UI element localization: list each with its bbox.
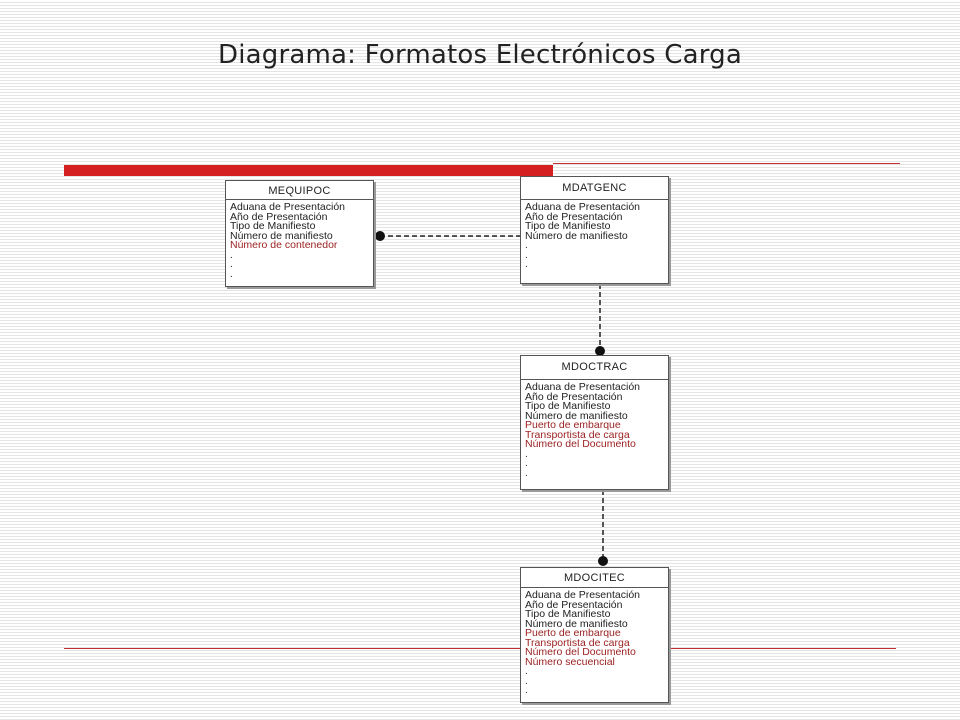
ellipsis-dot: . [525,467,528,479]
connector-end-mequipoc [375,231,385,241]
ellipsis-dot: . [230,268,233,280]
field: Aduana de Presentación [525,381,641,393]
field: Número de manifiesto [525,409,628,422]
field-extra: Puerto de embarque [525,627,621,639]
red-rule-thin-bottom [64,648,896,649]
field: Tipo de Manifiesto [230,220,316,232]
ellipsis-dot: . [525,666,528,677]
field-extra: Transportista de carga [525,428,630,441]
field: Tipo de Manifiesto [525,608,611,620]
field: Año de Presentación [525,598,623,611]
ellipsis-dot: . [525,685,528,696]
ellipsis-dot: . [525,259,528,270]
entity-fields: Aduana de Presentación Año de Presentaci… [521,588,668,696]
entity-fields: Aduana de Presentación Año de Presentaci… [226,200,373,279]
entity-name: MEQUIPOC [226,181,373,200]
red-rule-thin-top [553,163,900,164]
field: Tipo de Manifiesto [525,220,611,232]
entity-name: MDATGENC [521,177,668,200]
entity-mdoctrac[interactable]: MDOCTRAC Aduana de Presentación Año de P… [520,355,669,490]
field-extra: Puerto de embarque [525,419,621,431]
page-title: Diagrama: Formatos Electrónicos Carga [218,40,742,70]
entity-mdocitec[interactable]: MDOCITEC Aduana de Presentación Año de P… [520,567,669,703]
field: Número de manifiesto [525,617,628,630]
entity-name: MDOCTRAC [521,356,668,380]
field-extra: Número de contenedor [230,239,338,251]
entity-fields: Aduana de Presentación Año de Presentaci… [521,380,668,478]
entity-name: MDOCITEC [521,568,668,588]
field: Número de manifiesto [525,229,628,242]
field: Aduana de Presentación [525,201,641,213]
ellipsis-dot: . [230,249,233,261]
field: Aduana de Presentación [525,589,641,601]
entity-mdatgenc[interactable]: MDATGENC Aduana de Presentación Año de P… [520,176,669,284]
entity-mequipoc[interactable]: MEQUIPOC Aduana de Presentación Año de P… [225,180,374,287]
ellipsis-dot: . [525,675,528,687]
field: Año de Presentación [525,390,623,403]
ellipsis-dot: . [525,458,528,469]
connector-end-mdocitec [598,556,608,566]
connector-end-mdoctrac [595,346,605,356]
ellipsis-dot: . [525,448,528,460]
field: Tipo de Manifiesto [525,400,611,412]
red-rule-thick [64,165,553,176]
field: Número de manifiesto [230,229,333,242]
field-extra: Transportista de carga [525,636,630,649]
field-extra: Número secuencial [525,655,615,668]
ellipsis-dot: . [525,249,528,261]
ellipsis-dot: . [230,259,233,270]
field-extra: Número del Documento [525,646,636,658]
ellipsis-dot: . [525,240,528,251]
field: Año de Presentación [525,210,623,223]
field: Año de Presentación [230,210,328,223]
entity-fields: Aduana de Presentación Año de Presentaci… [521,200,668,270]
field: Aduana de Presentación [230,201,346,213]
field-extra: Número del Documento [525,438,636,450]
